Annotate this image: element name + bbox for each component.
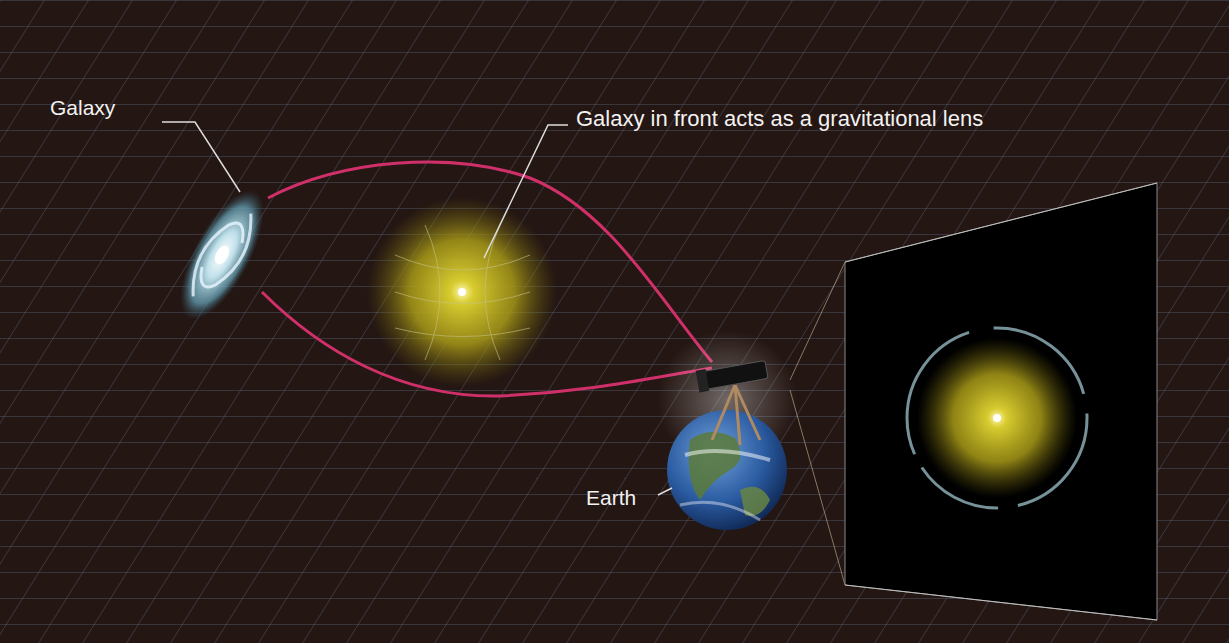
earth-label: Earth xyxy=(586,486,636,509)
lens-label: Galaxy in front acts as a gravitational … xyxy=(576,107,983,131)
galaxy-label: Galaxy xyxy=(50,96,115,119)
